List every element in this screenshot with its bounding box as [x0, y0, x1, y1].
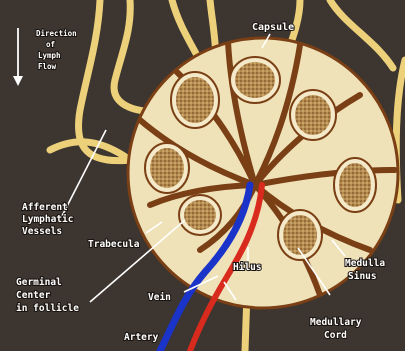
- vein-label: Vein: [148, 292, 171, 303]
- afferent-label-line3: Vessels: [22, 226, 62, 237]
- medullary-cord-label-line1: Medullary: [310, 317, 362, 328]
- germinal-label-line3: in follicle: [16, 303, 79, 314]
- direction-label-line4: Flow: [38, 62, 57, 71]
- medullary-cord-label-line2: Cord: [324, 330, 347, 341]
- germinal-center: [235, 62, 275, 98]
- germinal-center: [339, 163, 371, 207]
- trabecula-label: Trabecula: [88, 239, 140, 250]
- germinal-center: [184, 200, 216, 230]
- direction-label-line1: Direction: [36, 29, 77, 38]
- hilus-label: Hilus: [233, 262, 262, 273]
- germinal-center: [176, 77, 214, 123]
- germinal-center: [283, 215, 317, 255]
- afferent-label-line1: Afferent: [22, 202, 68, 213]
- germinal-label-line2: Center: [16, 290, 51, 301]
- afferent-label-line2: Lymphatic: [22, 214, 73, 225]
- germinal-label-line1: Germinal: [16, 277, 62, 288]
- germinal-center: [150, 148, 184, 188]
- germinal-center: [295, 95, 331, 135]
- direction-label-line2: of: [46, 40, 55, 49]
- direction-label-line3: Lymph: [38, 51, 61, 60]
- medulla-sinus-label-line1: Medulla: [345, 258, 385, 269]
- medulla-sinus-label-line2: Sinus: [348, 271, 377, 282]
- capsule-label: Capsule: [252, 22, 294, 33]
- artery-label: Artery: [124, 332, 159, 343]
